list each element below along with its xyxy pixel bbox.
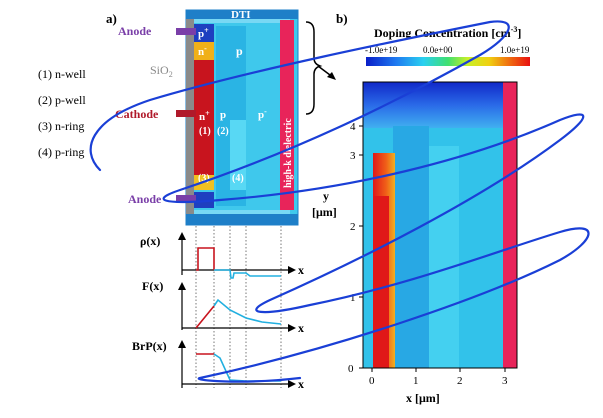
heatmap-mid-band [393, 126, 429, 368]
y-axis-label: y [323, 189, 329, 203]
x-tick-0: 0 [369, 375, 375, 387]
dti-label: DTI [231, 9, 251, 21]
legend-p-well: (2) p-well [38, 93, 86, 107]
heatmap-y-ticks [359, 125, 363, 369]
heatmap-top-layer [363, 82, 517, 128]
cathode-label: Cathode [115, 107, 159, 121]
colorbar-tick-min: -1.0e+19 [365, 45, 398, 55]
brp-y-arrow [178, 340, 186, 348]
heatmap-n-column-core [373, 196, 389, 368]
field-trace-cyan [213, 298, 282, 325]
y-axis-unit: [μm] [312, 205, 337, 219]
legend-n-ring: (3) n-ring [38, 119, 84, 133]
field-y-arrow [178, 282, 186, 290]
field-x-label: x [298, 321, 304, 335]
anode-top-label: Anode [118, 24, 152, 38]
y-tick-4: 4 [350, 121, 356, 133]
p-mid-label: p [220, 109, 226, 121]
n-plus-label: n+ [199, 109, 210, 123]
anode-bottom-contact [176, 195, 196, 202]
region-2-label: (2) [217, 126, 229, 137]
p-ring-column [230, 120, 246, 190]
p-minus-label: p- [258, 107, 267, 121]
x-tick-1: 1 [413, 375, 419, 387]
dti-bottom-bar [186, 214, 298, 225]
heatmap-dielectric [503, 82, 517, 368]
rho-label: ρ(x) [140, 234, 160, 248]
p-bottom-region [194, 192, 214, 208]
n-minus-region [194, 42, 214, 60]
n-plus-column [194, 60, 214, 175]
cathode-contact [176, 110, 196, 117]
sio2-label: SiO2 [150, 63, 173, 79]
brp-x-arrow [288, 380, 296, 388]
y-tick-1: 1 [350, 292, 356, 304]
colorbar-title: Doping Concentration [cm-3] [374, 25, 521, 40]
dti-bottom-inner [194, 210, 290, 214]
region-4-label: (4) [232, 173, 244, 184]
dielectric-label: high-k dielectric [283, 118, 294, 188]
brp-x-label: x [298, 377, 304, 391]
rho-x-arrow [288, 266, 296, 274]
dti-top-inner [194, 19, 290, 23]
annotation-scribble [89, 20, 590, 383]
y-tick-0: 0 [348, 363, 354, 375]
n-minus-label: n- [198, 44, 207, 58]
rho-y-arrow [178, 232, 186, 240]
x-tick-3: 3 [502, 375, 508, 387]
p-upper-label: p [236, 44, 243, 58]
legend-p-ring: (4) p-ring [38, 145, 84, 159]
p-plus-region [194, 24, 214, 42]
anode-bottom-label: Anode [128, 192, 162, 206]
panel-a-label: a) [106, 11, 117, 26]
y-tick-3: 3 [350, 150, 356, 162]
x-tick-2: 2 [457, 375, 463, 387]
y-tick-2: 2 [350, 221, 356, 233]
heatmap-frame [362, 81, 518, 369]
field-label: F(x) [142, 279, 163, 293]
arrow-head [327, 72, 336, 80]
colorbar-tick-max: 1.0e+19 [500, 45, 530, 55]
rho-x-label: x [298, 263, 304, 277]
region-1-label: (1) [199, 126, 211, 137]
field-x-arrow [288, 324, 296, 332]
field-trace-red [195, 305, 215, 329]
region-3-label: (3) [198, 173, 210, 184]
heatmap-light-band [429, 146, 459, 368]
legend-n-well: (1) n-well [38, 67, 86, 81]
anode-top-contact [176, 28, 196, 35]
rho-trace-cyan [214, 269, 281, 279]
dti-top-bar [186, 10, 298, 19]
x-axis-label: x [μm] [406, 391, 440, 405]
p-plus-label: p+ [198, 26, 209, 40]
colorbar-tick-zero: 0.0e+00 [423, 45, 453, 55]
brace [305, 21, 323, 115]
brp-label: BrP(x) [132, 339, 167, 353]
colorbar [366, 57, 530, 66]
high-k-dielectric [280, 20, 294, 210]
panel-b-label: b) [336, 11, 348, 26]
heatmap-x-ticks [371, 368, 506, 372]
rho-trace-red [196, 247, 215, 271]
